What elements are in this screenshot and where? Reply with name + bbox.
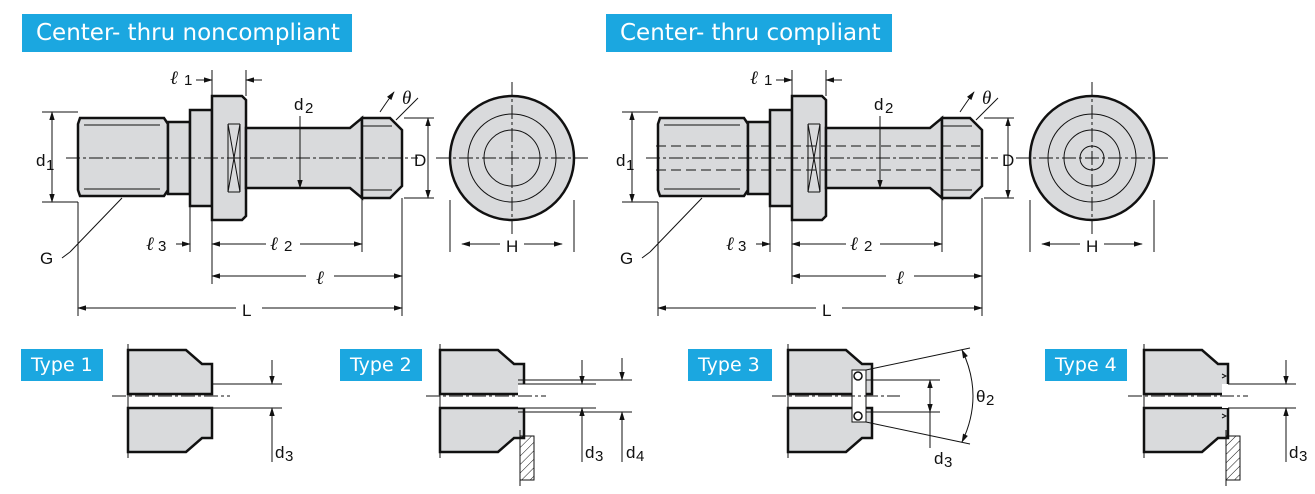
label-type4-d3-sub: 3 [1299,448,1307,465]
label-L: L [242,301,251,320]
header-noncompliant: Center- thru noncompliant [22,14,352,52]
type-3-detail [772,342,974,460]
endview-compliant [1014,80,1170,252]
label-l1: ℓ [170,68,178,89]
label-type4-d3: d [1289,443,1298,462]
label-theta2-sub: 2 [986,392,994,409]
label-theta: θ [402,88,411,109]
type-2-detail [426,342,632,486]
label-d1: d [36,151,45,170]
label-type3-d3-sub: 3 [944,454,952,471]
label-d2-sub-r: 2 [885,100,893,117]
label-l2-r: ℓ [850,234,858,255]
stud-compliant [622,70,1014,316]
label-l3-r: ℓ [726,234,734,255]
label-l1-sub-r: 1 [764,72,772,89]
label-theta2: θ [976,387,985,406]
label-l2-sub-r: 2 [864,238,872,255]
label-H: H [506,237,518,256]
label-G-r: G [620,249,633,268]
type-4-detail [1128,342,1296,486]
type-1-badge: Type 1 [21,349,103,381]
label-L-r: L [822,301,831,320]
label-l2-sub: 2 [284,238,292,255]
header-compliant: Center- thru compliant [606,14,892,52]
label-d2: d [294,95,303,114]
label-l1-r: ℓ [750,68,758,89]
label-G: G [40,249,53,268]
label-type2-d3: d [585,443,594,462]
type-3-badge: Type 3 [688,349,772,381]
label-l3-sub: 3 [158,238,166,255]
label-d1-r: d [616,151,625,170]
label-l3: ℓ [146,234,154,255]
label-l1-sub: 1 [184,72,192,89]
label-d1-sub-r: 1 [626,157,634,174]
label-l3-sub-r: 3 [738,238,746,255]
label-d2-r: d [874,95,883,114]
stud-noncompliant [42,70,434,316]
label-H-r: H [1086,237,1098,256]
label-d1-sub: 1 [46,157,54,174]
label-type1-d3-sub: 3 [285,448,293,465]
type-4-badge: Type 4 [1045,349,1127,381]
label-d2-sub: 2 [305,100,313,117]
label-type3-d3: d [934,449,943,468]
label-type1-d3: d [275,443,284,462]
label-type2-d3-sub: 3 [595,448,603,465]
label-D: D [414,151,426,170]
label-l2: ℓ [270,234,278,255]
label-type2-d4: d [626,443,635,462]
endview-noncompliant [434,80,590,252]
type-1-detail [112,342,282,462]
label-D-r: D [1002,151,1014,170]
label-l-r: ℓ [896,268,904,289]
label-l: ℓ [316,268,324,289]
label-type2-d4-sub: 4 [636,448,644,465]
type-2-badge: Type 2 [340,349,422,381]
label-theta-r: θ [982,88,991,109]
